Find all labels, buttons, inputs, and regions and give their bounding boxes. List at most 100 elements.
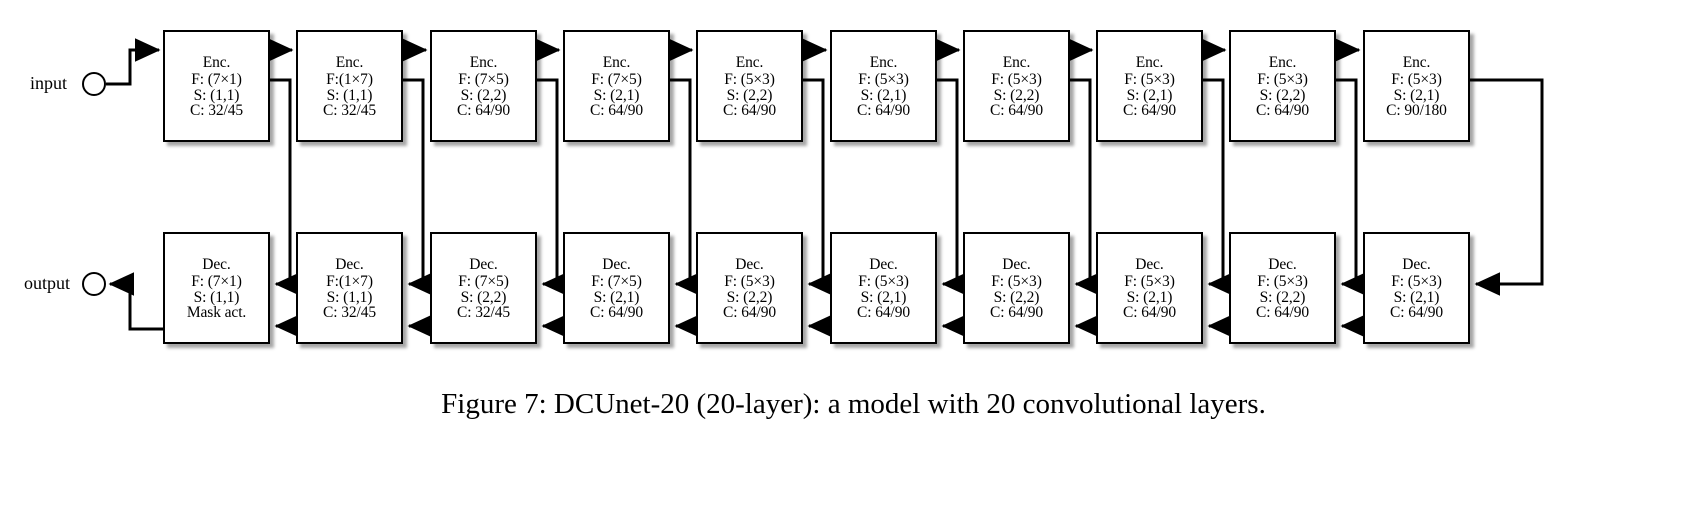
encoder-5-filter: F: (5×3): [724, 71, 775, 88]
decoder-9-filter: F: (5×3): [1257, 273, 1308, 290]
output-label: output: [24, 273, 71, 293]
decoder-5-stride: S: (2,2): [726, 288, 773, 306]
decoder-2-head: Dec.: [335, 255, 364, 273]
decoder-5-filter: F: (5×3): [724, 273, 775, 290]
decoder-7-stride: S: (2,2): [993, 288, 1040, 306]
encoder-9-stride: S: (2,2): [1259, 86, 1306, 104]
encoder-block-1[interactable]: Enc.F: (7×1)S: (1,1)C: 32/45: [163, 30, 270, 142]
decoder-5-head: Dec.: [735, 255, 764, 273]
decoder-7-head: Dec.: [1002, 255, 1031, 273]
decoder-4-head: Dec.: [602, 255, 631, 273]
decoder-block-3[interactable]: Dec.F: (7×5)S: (2,2)C: 32/45: [430, 232, 537, 344]
decoder-10-head: Dec.: [1402, 255, 1431, 273]
encoder-block-5[interactable]: Enc.F: (5×3)S: (2,2)C: 64/90: [696, 30, 803, 142]
skip-connection-5: [803, 78, 833, 296]
encoder-6-filter: F: (5×3): [858, 71, 909, 88]
decoder-6-filter: F: (5×3): [858, 273, 909, 290]
figure-caption: Figure 7: DCUnet-20 (20-layer): a model …: [441, 388, 1266, 420]
decoder-5-channels: C: 64/90: [722, 304, 777, 321]
decoder-3-channels: C: 32/45: [456, 304, 511, 321]
skip-connection-2: [403, 78, 433, 296]
decoder-8-channels: C: 64/90: [1122, 304, 1177, 321]
encoder-block-3[interactable]: Enc.F: (7×5)S: (2,2)C: 64/90: [430, 30, 537, 142]
decoder-8-filter: F: (5×3): [1124, 273, 1175, 290]
skip-connection-6: [937, 78, 967, 296]
decoder-7-filter: F: (5×3): [991, 273, 1042, 290]
decoder-8-head: Dec.: [1135, 255, 1164, 273]
decoder-4-channels: C: 64/90: [589, 304, 644, 321]
encoder-2-stride: S: (1,1): [326, 86, 373, 104]
encoder-block-8[interactable]: Enc.F: (5×3)S: (2,1)C: 64/90: [1096, 30, 1203, 142]
decoder-block-5[interactable]: Dec.F: (5×3)S: (2,2)C: 64/90: [696, 232, 803, 344]
encoder-10-stride: S: (2,1): [1393, 86, 1440, 104]
encoder-block-10[interactable]: Enc.F: (5×3)S: (2,1)C: 90/180: [1363, 30, 1470, 142]
encoder-4-channels: C: 64/90: [589, 102, 644, 119]
encoder-3-filter: F: (7×5): [458, 71, 509, 88]
decoder-6-head: Dec.: [869, 255, 898, 273]
encoder-5-stride: S: (2,2): [726, 86, 773, 104]
decoder-1-stride: S: (1,1): [193, 288, 240, 306]
decoder-4-stride: S: (2,1): [593, 288, 640, 306]
decoder-6-channels: C: 64/90: [856, 304, 911, 321]
decoder-9-channels: C: 64/90: [1255, 304, 1310, 321]
encoder-10-filter: F: (5×3): [1391, 71, 1442, 88]
encoder-1-filter: F: (7×1): [191, 71, 242, 88]
decoder-block-8[interactable]: Dec.F: (5×3)S: (2,1)C: 64/90: [1096, 232, 1203, 344]
encoder-10-channels: C: 90/180: [1386, 102, 1447, 119]
encoder-3-channels: C: 64/90: [456, 102, 511, 119]
wire-input-to-encoder-1: [106, 38, 161, 86]
encoder-4-filter: F: (7×5): [591, 71, 642, 88]
encoder-block-4[interactable]: Enc.F: (7×5)S: (2,1)C: 64/90: [563, 30, 670, 142]
encoder-block-2[interactable]: Enc.F:(1×7)S: (1,1)C: 32/45: [296, 30, 403, 142]
decoder-block-6[interactable]: Dec.F: (5×3)S: (2,1)C: 64/90: [830, 232, 937, 344]
decoder-2-stride: S: (1,1): [326, 288, 373, 306]
encoder-2-head: Enc.: [335, 53, 364, 71]
skip-connection-9: [1336, 78, 1366, 296]
skip-connection-1: [270, 78, 300, 296]
decoder-1-filter: F: (7×1): [191, 273, 242, 290]
decoder-2-channels: C: 32/45: [322, 304, 377, 321]
decoder-block-4[interactable]: Dec.F: (7×5)S: (2,1)C: 64/90: [563, 232, 670, 344]
decoder-block-7[interactable]: Dec.F: (5×3)S: (2,2)C: 64/90: [963, 232, 1070, 344]
decoder-block-10[interactable]: Dec.F: (5×3)S: (2,1)C: 64/90: [1363, 232, 1470, 344]
decoder-block-1[interactable]: Dec.F: (7×1)S: (1,1)Mask act.: [163, 232, 270, 344]
input-port: [82, 72, 106, 96]
decoder-2-filter: F:(1×7): [326, 273, 373, 290]
encoder-4-stride: S: (2,1): [593, 86, 640, 104]
encoder-9-channels: C: 64/90: [1255, 102, 1310, 119]
encoder-7-head: Enc.: [1002, 53, 1031, 71]
decoder-1-head: Dec.: [202, 255, 231, 273]
skip-connection-7: [1070, 78, 1100, 296]
encoder-block-7[interactable]: Enc.F: (5×3)S: (2,2)C: 64/90: [963, 30, 1070, 142]
encoder-9-filter: F: (5×3): [1257, 71, 1308, 88]
encoder-8-filter: F: (5×3): [1124, 71, 1175, 88]
decoder-4-filter: F: (7×5): [591, 273, 642, 290]
encoder-7-channels: C: 64/90: [989, 102, 1044, 119]
decoder-block-9[interactable]: Dec.F: (5×3)S: (2,2)C: 64/90: [1229, 232, 1336, 344]
encoder-6-channels: C: 64/90: [856, 102, 911, 119]
encoder-5-channels: C: 64/90: [722, 102, 777, 119]
encoder-block-9[interactable]: Enc.F: (5×3)S: (2,2)C: 64/90: [1229, 30, 1336, 142]
encoder-10-head: Enc.: [1402, 53, 1431, 71]
decoder-1-channels: Mask act.: [186, 304, 247, 321]
encoder-2-filter: F:(1×7): [326, 71, 373, 88]
input-label: input: [30, 73, 68, 93]
encoder-6-head: Enc.: [869, 53, 898, 71]
decoder-7-channels: C: 64/90: [989, 304, 1044, 321]
encoder-9-head: Enc.: [1268, 53, 1297, 71]
decoder-block-2[interactable]: Dec.F:(1×7)S: (1,1)C: 32/45: [296, 232, 403, 344]
encoder-3-head: Enc.: [469, 53, 498, 71]
encoder-6-stride: S: (2,1): [860, 86, 907, 104]
encoder-5-head: Enc.: [735, 53, 764, 71]
skip-connection-10: [1470, 78, 1544, 296]
wire-decoder-1-to-output: [108, 272, 163, 331]
encoder-block-6[interactable]: Enc.F: (5×3)S: (2,1)C: 64/90: [830, 30, 937, 142]
skip-connection-4: [670, 78, 700, 296]
decoder-3-filter: F: (7×5): [458, 273, 509, 290]
decoder-10-channels: C: 64/90: [1389, 304, 1444, 321]
encoder-3-stride: S: (2,2): [460, 86, 507, 104]
encoder-4-head: Enc.: [602, 53, 631, 71]
decoder-10-stride: S: (2,1): [1393, 288, 1440, 306]
decoder-9-head: Dec.: [1268, 255, 1297, 273]
encoder-8-head: Enc.: [1135, 53, 1164, 71]
